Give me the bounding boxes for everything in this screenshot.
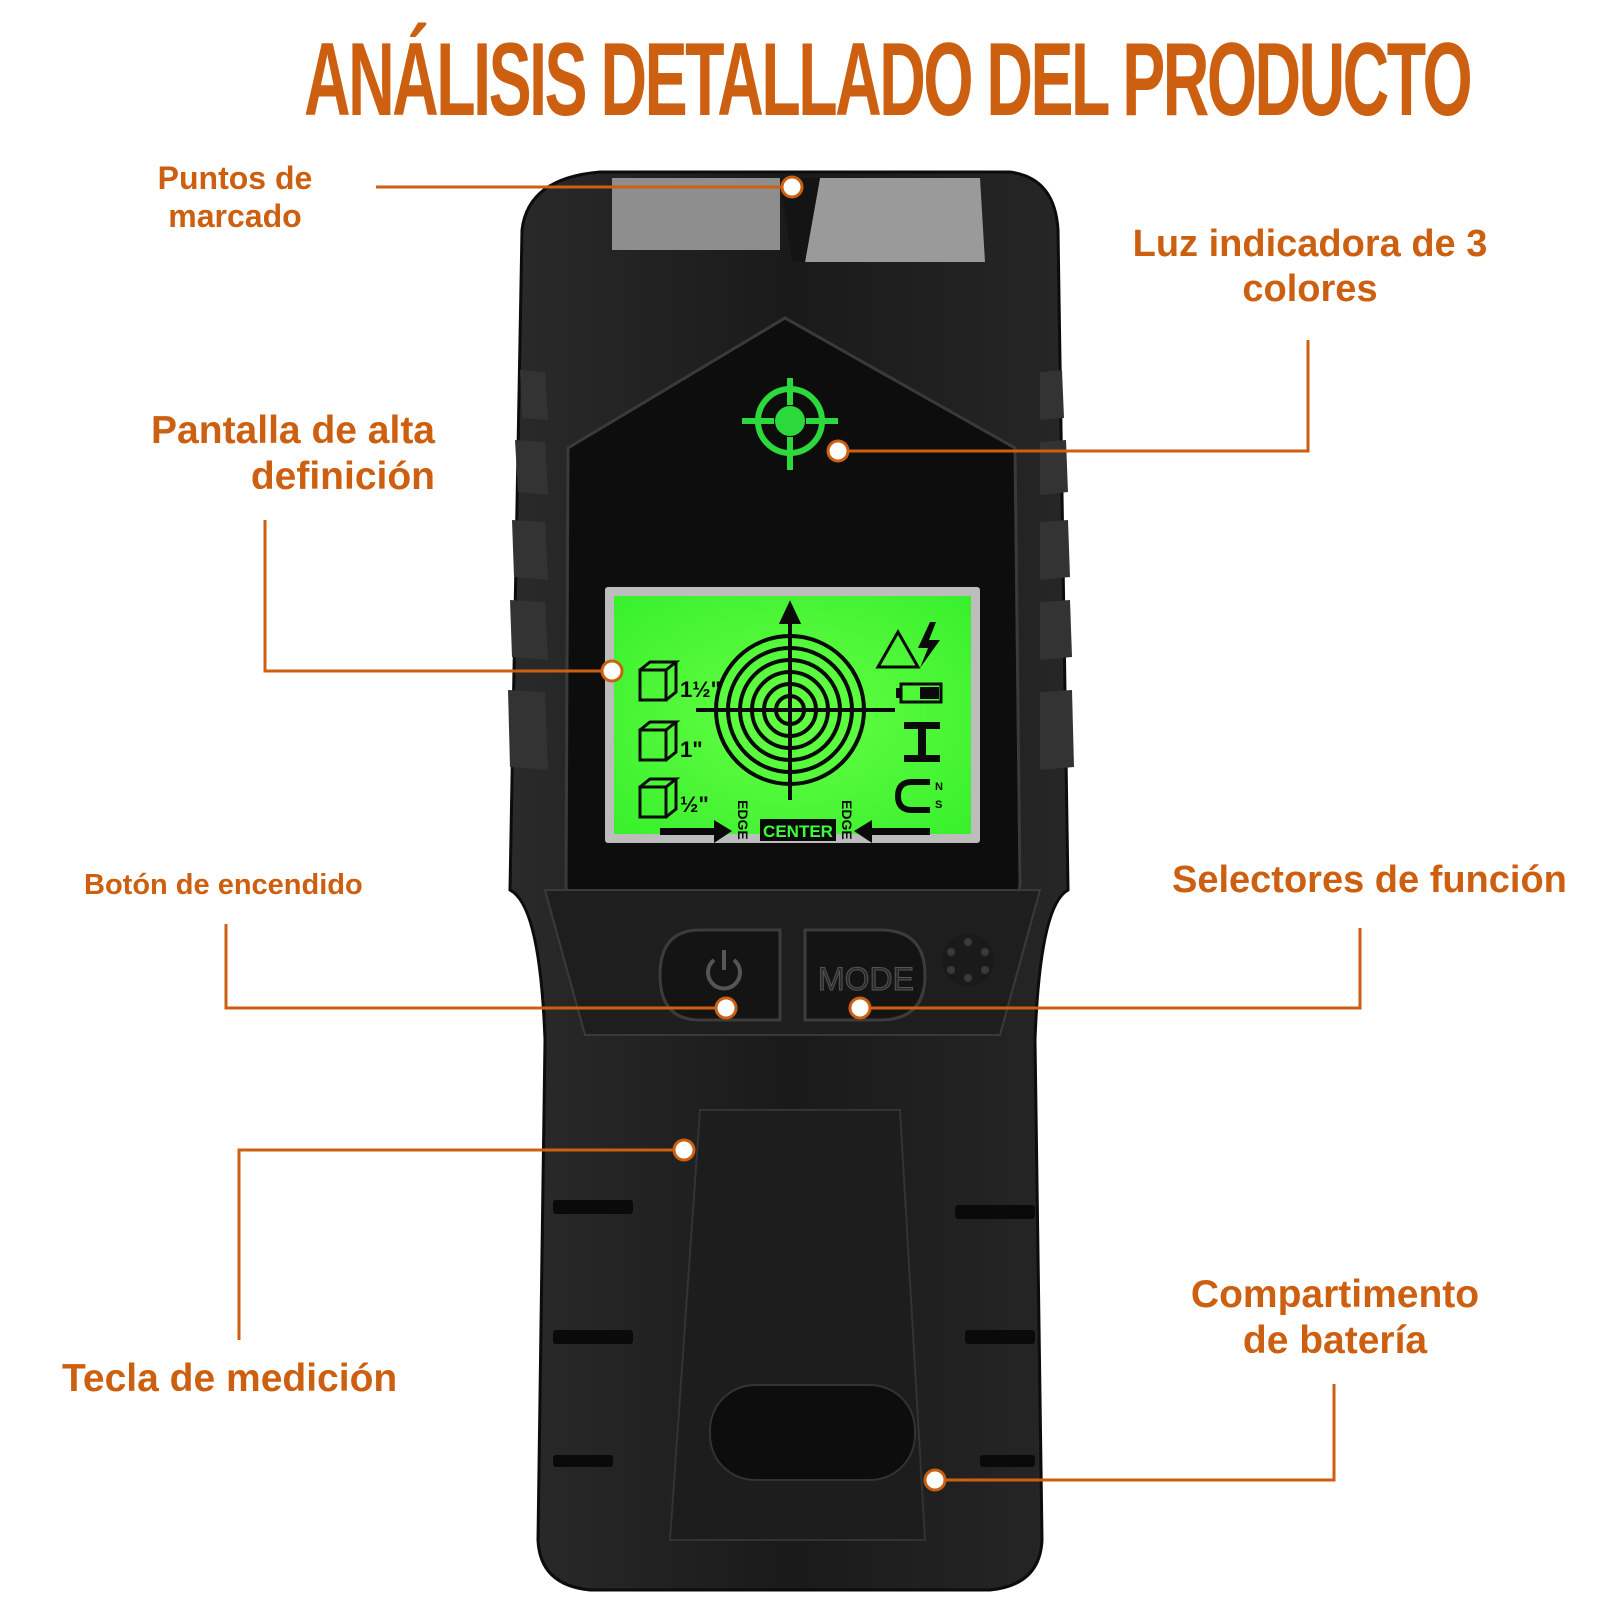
- wood-icon: [638, 660, 681, 819]
- callout-hd-display: Pantalla de alta definición: [120, 408, 435, 500]
- battery-line1: Compartimento: [1190, 1273, 1480, 1316]
- lcd-magnet-n: N: [935, 781, 943, 793]
- lcd-crosshair: [696, 600, 895, 800]
- marking-notch: [612, 178, 985, 262]
- battery-icon: [896, 682, 943, 704]
- center-label-box: [760, 819, 836, 841]
- lcd-screen: [614, 596, 971, 834]
- hd-display-line1: Pantalla de alta: [151, 409, 435, 452]
- lcd-edge-right: EDGE: [839, 800, 855, 840]
- power-button[interactable]: [658, 928, 782, 1022]
- callout-battery: Compartimento de batería: [1170, 1272, 1500, 1364]
- metal-beam-icon: [904, 722, 940, 762]
- mode-button[interactable]: MODE: [803, 928, 927, 1022]
- lcd-size-medium: 1": [680, 737, 703, 762]
- battery-line2: de batería: [1242, 1319, 1428, 1363]
- hd-display-line2: definición: [250, 455, 435, 499]
- callout-measure-key: Tecla de medición: [62, 1357, 398, 1400]
- indicator-light: [742, 378, 838, 470]
- page-title: ANÁLISIS DETALLADO DEL PRODUCTO: [304, 22, 1473, 138]
- lcd-size-small: ½": [680, 792, 709, 817]
- marking-points-line1: Puntos de: [157, 160, 313, 196]
- lcd-center-label: CENTER: [763, 822, 833, 841]
- callout-function-selectors: Selectores de función: [1172, 859, 1567, 901]
- lcd-edge-left: EDGE: [735, 800, 751, 840]
- lightning-icon: [918, 622, 940, 668]
- mode-button-label: MODE: [818, 961, 914, 997]
- lcd-left-arrow: [660, 820, 732, 843]
- indicator-light-line2: colores: [1242, 267, 1378, 310]
- callout-marking-points: Puntos de marcado: [120, 160, 350, 236]
- magnet-icon: [894, 779, 930, 813]
- marking-points-line2: marcado: [168, 197, 302, 234]
- lcd-size-large: 1½": [680, 677, 721, 702]
- indicator-light-line1: Luz indicadora de 3: [1132, 223, 1488, 265]
- callout-indicator-light: Luz indicadora de 3 colores: [1090, 222, 1530, 312]
- speaker-grille: [942, 934, 994, 986]
- battery-latch: [709, 1384, 916, 1481]
- lcd-right-arrow: [854, 820, 930, 843]
- warning-icon: [875, 628, 921, 669]
- callout-power-button: Botón de encendido: [84, 869, 363, 901]
- lcd-magnet-s: S: [935, 799, 942, 811]
